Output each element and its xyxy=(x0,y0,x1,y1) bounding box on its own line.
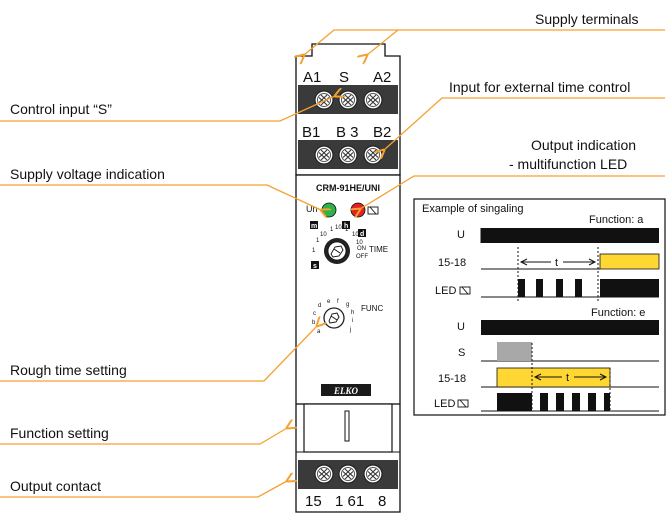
label-input-external-time: Input for external time control xyxy=(449,79,631,95)
svg-text:e: e xyxy=(327,299,331,305)
func-label: FUNC xyxy=(361,304,383,313)
svg-text:a: a xyxy=(317,329,321,335)
function-a-label: Function: a xyxy=(589,214,644,226)
svg-text:10: 10 xyxy=(352,232,359,238)
label-output-contact: Output contact xyxy=(10,478,102,494)
svg-text:c: c xyxy=(313,311,316,317)
label-output-indication: Output indication xyxy=(531,137,637,153)
brand-text: ELKO xyxy=(333,386,359,396)
label-supply-voltage: Supply voltage indication xyxy=(10,166,165,182)
svg-text:f: f xyxy=(337,299,339,305)
time-dial[interactable]: 1 10 1 10 1 10 1 10 xyxy=(312,225,363,264)
svg-text:b: b xyxy=(312,320,316,326)
svg-text:U: U xyxy=(457,229,465,241)
terminal-b2: B2 xyxy=(373,124,391,141)
unit-d: d xyxy=(360,231,364,238)
label-function-setting: Function setting xyxy=(10,425,109,441)
front-panel xyxy=(295,174,401,405)
label-control-input: Control input “S” xyxy=(10,101,112,117)
unit-s: s xyxy=(313,263,317,270)
timing-diagram: Example of singaling Function: a U 15-18… xyxy=(413,198,666,416)
t-label-a: t xyxy=(555,257,558,269)
relay-led-icon-a xyxy=(459,286,471,295)
timing-title: Example of singaling xyxy=(422,203,524,215)
unit-h: h xyxy=(344,223,348,230)
terminal-a1: A1 xyxy=(303,69,321,86)
terminal-b3: B 3 xyxy=(336,124,359,141)
function-dial[interactable]: a b c d e f g h i j xyxy=(312,299,354,335)
terminal-16: 1 61 xyxy=(335,493,364,510)
supply-led xyxy=(321,202,337,218)
terminal-a2: A2 xyxy=(373,69,391,86)
svg-text:10: 10 xyxy=(335,225,342,231)
terminal-b1: B1 xyxy=(302,124,320,141)
un-label: Un xyxy=(306,204,318,214)
svg-text:1: 1 xyxy=(312,248,316,254)
svg-text:LED: LED xyxy=(434,398,455,410)
model-name: CRM-91HE/UNI xyxy=(316,183,380,193)
relay-device xyxy=(295,43,401,513)
svg-text:1: 1 xyxy=(330,227,334,233)
cover-slot xyxy=(344,410,350,442)
svg-text:h: h xyxy=(351,310,354,316)
svg-text:j: j xyxy=(349,327,351,333)
label-multifunction-led: - multifunction LED xyxy=(509,156,628,172)
label-rough-time: Rough time setting xyxy=(10,362,127,378)
svg-text:LED: LED xyxy=(435,285,456,297)
off-label: OFF xyxy=(356,254,368,260)
on-label: ON xyxy=(357,246,366,252)
svg-text:15-18: 15-18 xyxy=(438,373,466,385)
svg-text:1: 1 xyxy=(316,238,320,244)
relay-symbol-icon xyxy=(367,206,379,215)
time-label: TIME xyxy=(369,245,388,254)
svg-text:10: 10 xyxy=(356,240,363,246)
svg-text:U: U xyxy=(457,321,465,333)
svg-text:15-18: 15-18 xyxy=(438,257,466,269)
terminal-18: 8 xyxy=(378,493,386,510)
t-label-e: t xyxy=(566,372,569,384)
unit-m: m xyxy=(311,223,317,230)
terminal-s: S xyxy=(339,69,349,86)
svg-text:1: 1 xyxy=(345,227,349,233)
svg-text:g: g xyxy=(346,302,349,308)
svg-text:S: S xyxy=(458,347,465,359)
output-led xyxy=(350,202,366,218)
callout-lines xyxy=(0,29,665,498)
mid-screws xyxy=(314,145,383,165)
terminal-15: 15 xyxy=(305,493,322,510)
brand-logo xyxy=(321,384,371,396)
svg-text:i: i xyxy=(352,318,353,324)
bottom-screws xyxy=(314,464,383,484)
relay-led-icon-e xyxy=(457,399,469,408)
label-supply-terminals: Supply terminals xyxy=(535,11,639,27)
svg-text:d: d xyxy=(318,303,321,309)
function-e-label: Function: e xyxy=(591,307,645,319)
svg-text:10: 10 xyxy=(320,232,327,238)
